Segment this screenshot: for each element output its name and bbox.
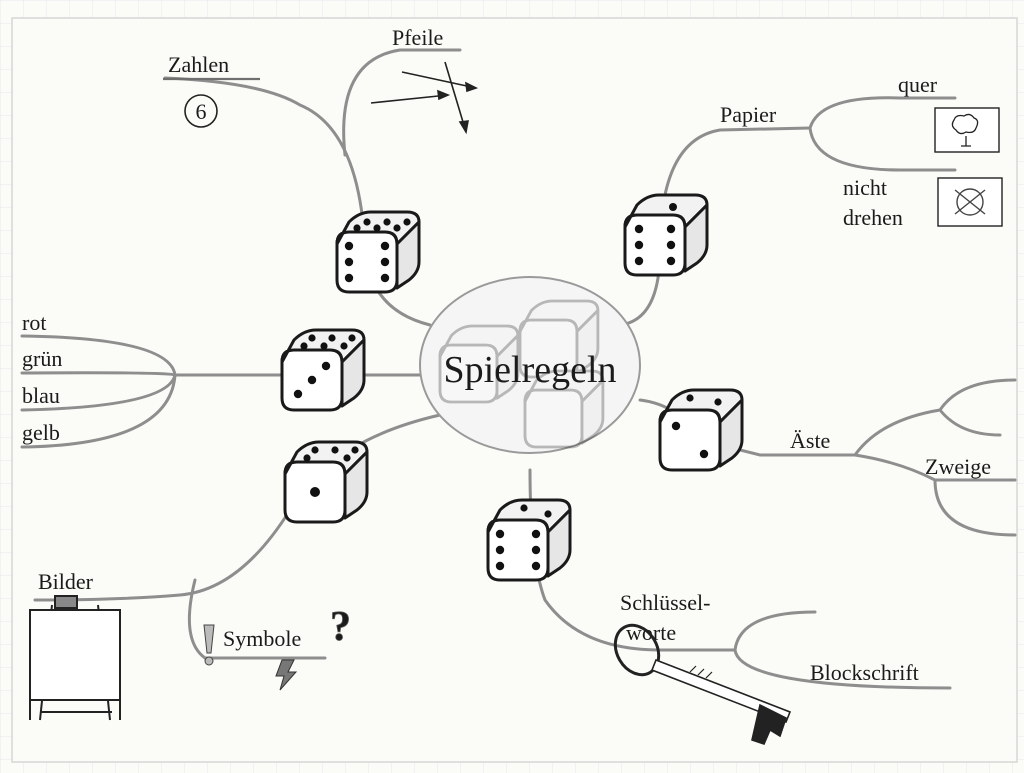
branch-farben[interactable]: rot grün blau gelb (22, 310, 62, 445)
question-icon: ? (330, 604, 352, 651)
branch-zahlen[interactable]: Zahlen 6 (163, 52, 260, 128)
symbole-label: Symbole (223, 626, 301, 651)
branch-papier[interactable]: Papier quer nicht drehen (720, 72, 1003, 230)
center-node[interactable]: Spielregeln (419, 276, 641, 454)
number-badge-icon (184, 94, 218, 128)
pfeile-label: Pfeile (392, 25, 443, 50)
schluessel-line1: Schlüssel- (620, 590, 710, 615)
exclamation-icon (203, 624, 215, 666)
tree-icon (934, 107, 1000, 153)
bilder-label: Bilder (38, 569, 94, 594)
zahlen-label: Zahlen (168, 52, 229, 77)
farbe-gelb: gelb (22, 420, 60, 445)
center-label: Spielregeln (443, 349, 616, 391)
die-icon (658, 388, 744, 472)
farbe-rot: rot (22, 310, 46, 335)
branch-schluesselworte[interactable]: Schlüssel- worte Blockschrift (607, 590, 919, 745)
zahlen-badge: 6 (196, 99, 207, 124)
die-icon (335, 210, 421, 294)
key-icon (613, 623, 792, 745)
farbe-gruen: grün (22, 346, 62, 371)
branch-pfeile[interactable]: Pfeile (370, 25, 479, 135)
papier-drehen: drehen (843, 205, 903, 230)
easel-icon (29, 595, 121, 721)
schluessel-line2: worte (626, 620, 676, 645)
aeste-label: Äste (790, 428, 830, 453)
branch-aeste[interactable]: Äste Zweige (790, 428, 991, 479)
svg-text:?: ? (330, 604, 351, 650)
arrows-icon (370, 61, 479, 135)
die-icon (486, 498, 572, 582)
die-icon (623, 193, 709, 277)
zweige-label: Zweige (925, 454, 991, 479)
blockschrift-label: Blockschrift (810, 660, 919, 685)
lightning-icon (275, 659, 298, 691)
die-icon (280, 328, 366, 412)
papier-quer: quer (898, 72, 938, 97)
die-icon (283, 440, 369, 524)
papier-nicht: nicht (843, 175, 887, 200)
farbe-blau: blau (22, 383, 60, 408)
branch-bilder[interactable]: Bilder Symbole ? (29, 569, 352, 721)
branch-lines (20, 48, 1017, 690)
papier-label: Papier (720, 102, 777, 127)
